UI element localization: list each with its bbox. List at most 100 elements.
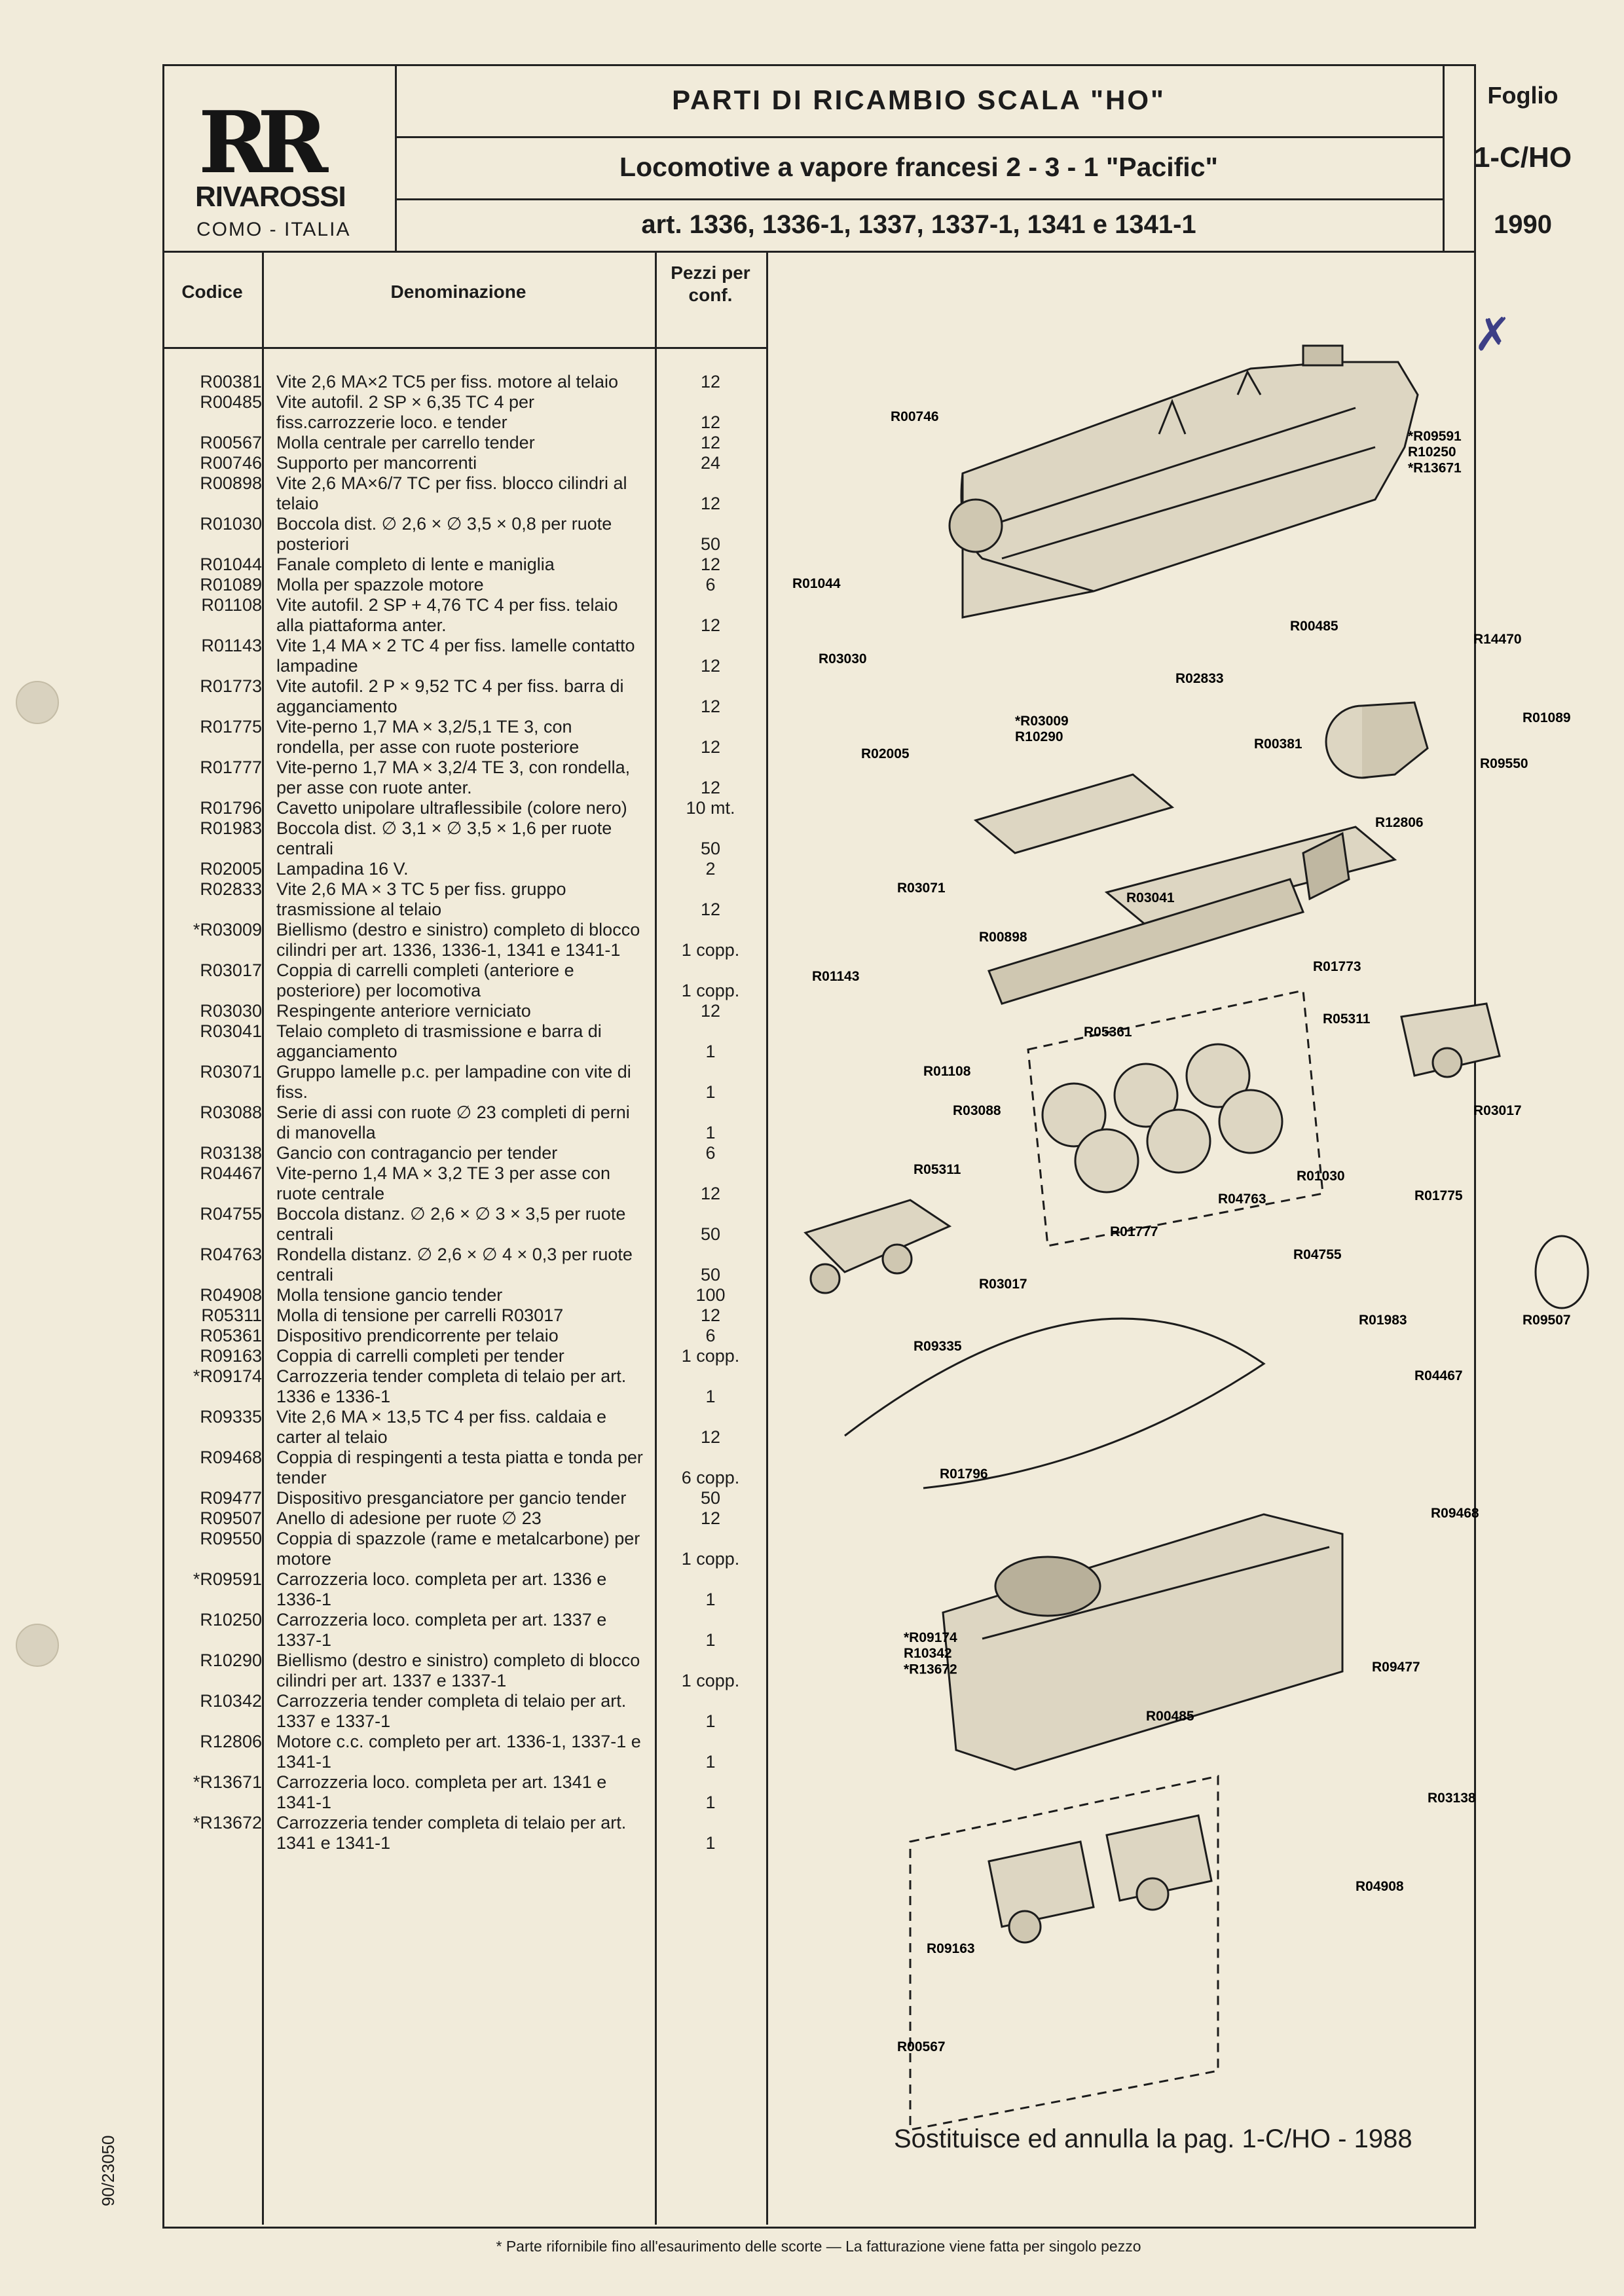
label-R03138: R03138 [1428, 1791, 1476, 1806]
label-R03088: R03088 [953, 1103, 1001, 1118]
label-R00381: R00381 [1254, 737, 1302, 752]
label-R01796: R01796 [940, 1467, 988, 1482]
part-description: Vite-perno 1,7 MA × 3,2/5,1 TE 3, con ro… [276, 717, 580, 757]
part-quantity: 12 [700, 372, 721, 392]
part-code: R04763 [200, 1245, 262, 1264]
part-quantity: 12 [700, 1508, 721, 1528]
locomotive-body-drawing [948, 344, 1419, 619]
label-R02833: R02833 [1175, 671, 1224, 686]
part-code: R03088 [200, 1102, 262, 1122]
part-quantity: 50 [700, 1224, 721, 1244]
part-code: R04908 [200, 1285, 262, 1305]
part-code: R09335 [200, 1407, 262, 1427]
tender-drawing [942, 1513, 1344, 1771]
part-code: R02005 [200, 859, 262, 879]
part-code: R03030 [200, 1001, 262, 1021]
part-description: Anello di adesione per ruote ∅ 23 [276, 1508, 542, 1528]
part-code: R00567 [200, 433, 262, 452]
part-code: R01983 [200, 818, 262, 838]
part-description: Vite 1,4 MA × 2 TC 4 per fiss. lamelle c… [276, 636, 635, 676]
part-quantity: 1 [705, 1387, 716, 1406]
part-quantity: 1 [705, 1082, 716, 1102]
column-header-qty: Pezzi per conf. [671, 263, 750, 305]
part-description: Boccola dist. ∅ 3,1 × ∅ 3,5 × 1,6 per ru… [276, 818, 612, 858]
label-R04755: R04755 [1293, 1247, 1342, 1262]
label-R03041: R03041 [1126, 890, 1175, 905]
part-description: Coppia di carrelli completi (anteriore e… [276, 960, 574, 1000]
article-numbers: art. 1336, 1336-1, 1337, 1337-1, 1341 e … [641, 210, 1196, 239]
part-description: Molla per spazzole motore [276, 575, 484, 594]
part-code: R04755 [200, 1204, 262, 1224]
part-quantity: 1 copp. [681, 1549, 740, 1569]
tender-bogies-drawing [909, 1775, 1219, 2131]
table-row: R05311 Molla di tensione per carrelli R03… [170, 1305, 766, 1326]
punch-hole-bottom [16, 1624, 59, 1667]
header-divider-left [395, 64, 397, 251]
label-R09477: R09477 [1372, 1660, 1420, 1675]
part-description: Molla di tensione per carrelli R03017 [276, 1305, 564, 1325]
part-code: R01044 [200, 555, 262, 574]
part-code: *R13671 [193, 1772, 262, 1792]
part-quantity: 10 mt. [686, 798, 735, 818]
drive-wheels-drawing [1027, 989, 1324, 1247]
part-quantity: 100 [695, 1285, 726, 1305]
part-description: Dispositivo presganciatore per gancio te… [276, 1488, 627, 1508]
label-R01775: R01775 [1414, 1188, 1463, 1203]
part-code: R12806 [200, 1732, 262, 1751]
label-R00567: R00567 [897, 2039, 946, 2054]
part-code: *R13672 [193, 1813, 262, 1832]
part-code: R10250 [200, 1610, 262, 1630]
label-R04763: R04763 [1218, 1192, 1266, 1207]
sheet-year: 1990 [1494, 210, 1552, 239]
part-code: R09507 [200, 1508, 262, 1528]
label-R00485-a: R00485 [1290, 619, 1338, 634]
label-R01089: R01089 [1522, 710, 1571, 725]
table-col-rule-3 [766, 251, 768, 2225]
part-code: R03017 [200, 960, 262, 980]
part-description: Molla tensione gancio tender [276, 1285, 503, 1305]
part-quantity: 50 [700, 839, 721, 858]
part-description: Vite 2,6 MA×6/7 TC per fiss. blocco cili… [276, 473, 627, 513]
part-description: Carrozzeria loco. completa per art. 1336… [276, 1569, 607, 1609]
part-description: Cavetto unipolare ultraflessibile (color… [276, 798, 627, 818]
part-code: R05311 [201, 1305, 262, 1325]
part-description: Gruppo lamelle p.c. per lampadine con vi… [276, 1062, 631, 1102]
label-R14470: R14470 [1473, 632, 1522, 647]
part-description: Coppia di carrelli completi per tender [276, 1346, 564, 1366]
part-code: R03071 [200, 1062, 262, 1082]
label-R01143: R01143 [812, 969, 859, 984]
part-quantity: 1 [705, 1630, 716, 1650]
part-description: Respingente anteriore verniciato [276, 1001, 531, 1021]
table-col-rule-2 [655, 251, 657, 2225]
part-description: Telaio completo di trasmissione e barra … [276, 1021, 602, 1061]
label-R00485-b: R00485 [1146, 1709, 1194, 1724]
part-description: Boccola dist. ∅ 2,6 × ∅ 3,5 × 0,8 per ru… [276, 514, 612, 554]
table-col-rule-1 [262, 251, 264, 2225]
part-quantity: 1 copp. [681, 981, 740, 1000]
part-description: Vite autofil. 2 SP + 4,76 TC 4 per fiss.… [276, 595, 618, 635]
logo-mark: RR [198, 92, 328, 192]
part-quantity: 6 [705, 575, 716, 594]
part-code: R01108 [201, 595, 262, 615]
part-code: R02833 [200, 879, 262, 899]
part-quantity: 12 [700, 778, 721, 797]
part-quantity: 50 [700, 1488, 721, 1508]
part-quantity: 12 [700, 433, 721, 452]
